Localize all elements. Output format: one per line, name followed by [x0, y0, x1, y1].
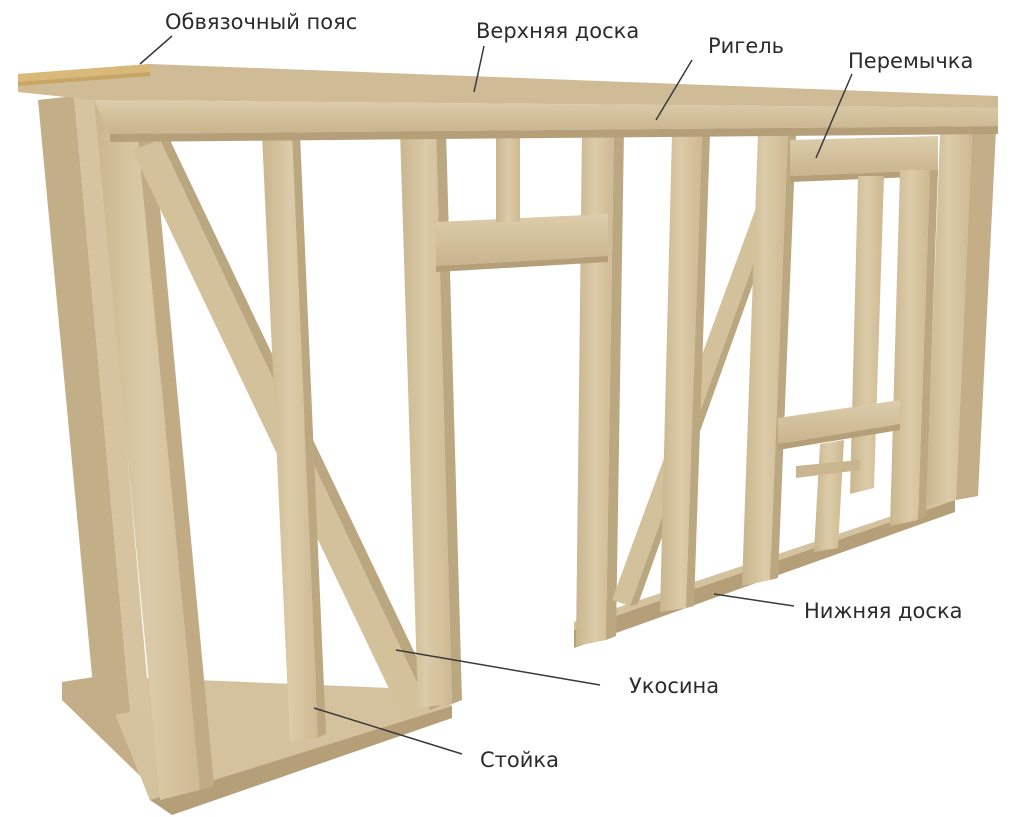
label-upper-board: Верхняя доска — [476, 19, 640, 43]
stud-right-1 — [660, 134, 710, 612]
leader-header — [815, 73, 853, 159]
leader-upper-board — [473, 45, 485, 93]
top-plate — [18, 64, 998, 142]
door-jamb-left — [400, 130, 462, 708]
leader-stud — [313, 707, 463, 755]
leader-bottom-board — [713, 593, 795, 607]
label-bottom-board: Нижняя доска — [804, 599, 963, 623]
stud-middle-left — [262, 134, 326, 742]
stud-right-end — [926, 130, 996, 506]
stud-left-end — [94, 100, 214, 800]
label-top-plate: Обвязочный пояс — [165, 10, 358, 34]
window-stud-right — [890, 170, 938, 526]
label-brace: Укосина — [629, 674, 720, 698]
door-header — [436, 130, 608, 272]
door-jamb-right — [576, 130, 624, 646]
leader-top-plate — [139, 35, 173, 65]
stud-right-2 — [742, 134, 796, 586]
stud-far-left — [38, 96, 150, 718]
label-header: Перемычка — [848, 49, 974, 73]
window-stud-left — [850, 176, 884, 494]
leader-crossbar — [655, 59, 693, 121]
label-stud: Стойка — [480, 748, 559, 772]
leader-lines — [139, 35, 853, 755]
leader-brace — [395, 649, 601, 686]
label-crossbar: Ригель — [708, 34, 785, 58]
window-sill — [778, 400, 900, 552]
